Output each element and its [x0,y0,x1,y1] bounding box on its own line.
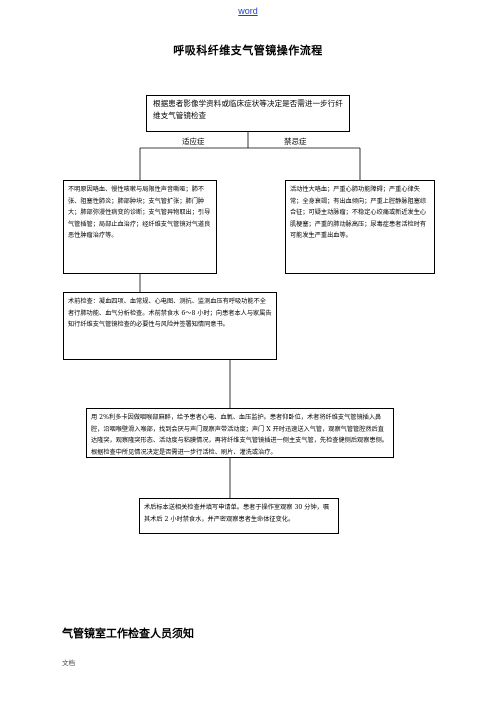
pre-check-box: 术前检查：凝血四项、血常规、心电图、测抗、监测血压有呼吸功能不全者行肺功能、血气… [63,292,277,360]
post-procedure-box: 术后标本送相关检查并填写申请单。患者于操作室观察 30 分钟，嘱其术后 2 小时… [139,498,339,534]
footer-text: 文档 [62,660,75,667]
indications-box: 不明原因咯血、慢性咳嗽与局限性声音嘶哑；肺不张、阻塞性肺炎；肺部肿块；支气管扩张… [63,180,217,274]
section-title: 气管镜室工作检查人员须知 [62,627,194,640]
procedure-box: 用 2%利多卡因做咽喉部麻醉，给予患者心电、血氧、血压监护。患者仰卧位，术者将纤… [86,408,394,458]
indication-label: 适应症 [182,137,205,146]
header-link[interactable]: word [238,6,258,16]
contraindication-label: 禁忌症 [284,137,307,146]
contraindications-box: 活动性大咯血；严重心肺功能障碍；严重心律失常；全身衰竭；有出血倾向；严重上腔静脉… [285,180,435,274]
page-title: 呼吸科纤维支气管镜操作流程 [173,44,323,57]
decision-box: 根据患者影像学资料或临床症状等决定是否需进一步行纤维支气管镜检查 [146,95,350,132]
